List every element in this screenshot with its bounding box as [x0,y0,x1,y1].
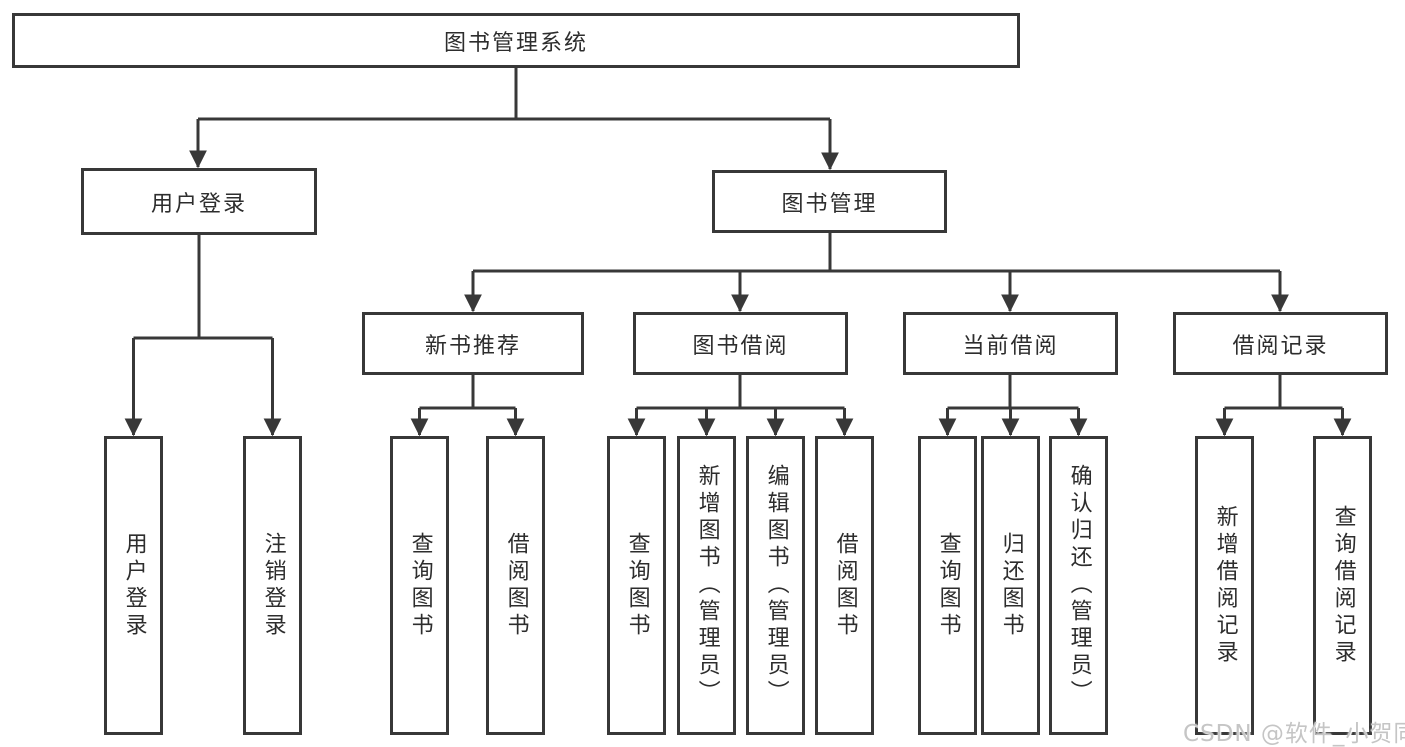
node-book-management-label: 图书管理 [781,191,878,217]
node-system-root: 图书管理系统 [12,13,1020,68]
leaf-user-login-label: 用户登录 [121,531,147,640]
node-book-borrowing: 图书借阅 [633,312,848,375]
leaf-return-books: 归还图书 [981,436,1040,735]
connector-arrows [124,119,1352,437]
leaf-logout: 注销登录 [243,436,302,735]
leaf-borrow-books-borrowing: 借阅图书 [815,436,874,735]
leaf-query-books-borrowing-label: 查询图书 [624,531,650,640]
node-user-login-label: 用户登录 [150,191,247,217]
leaf-edit-books-admin: 编辑图书（管理员） [746,436,805,735]
leaf-query-books-current-label: 查询图书 [935,531,961,640]
node-book-borrowing-label: 图书借阅 [692,333,789,359]
node-book-management: 图书管理 [712,170,947,233]
node-borrowing-records: 借阅记录 [1173,312,1388,375]
node-system-root-label: 图书管理系统 [443,30,588,56]
leaf-add-borrow-record-label: 新增借阅记录 [1212,504,1238,667]
connector-rails [133,67,1343,410]
leaf-add-borrow-record: 新增借阅记录 [1195,436,1254,735]
node-borrowing-records-label: 借阅记录 [1232,333,1329,359]
node-new-book-recommendation-label: 新书推荐 [424,333,521,359]
leaf-query-books-borrowing: 查询图书 [607,436,666,735]
leaf-query-borrow-record-label: 查询借阅记录 [1330,504,1356,667]
leaf-add-books-admin: 新增图书（管理员） [677,436,736,735]
node-user-login: 用户登录 [81,168,317,235]
csdn-watermark: CSDN @软件_小贺同学 [1183,721,1405,747]
leaf-borrow-books-borrowing-label: 借阅图书 [832,531,858,640]
leaf-query-borrow-record: 查询借阅记录 [1313,436,1372,735]
node-current-borrowing-label: 当前借阅 [962,333,1059,359]
leaf-user-login: 用户登录 [104,436,163,735]
leaf-borrow-books-recommendation-label: 借阅图书 [503,531,529,640]
leaf-return-books-label: 归还图书 [998,531,1024,640]
leaf-query-books-current: 查询图书 [918,436,977,735]
leaf-edit-books-admin-label: 编辑图书（管理员） [763,464,789,707]
leaf-confirm-return-admin: 确认归还（管理员） [1049,436,1108,735]
leaf-query-books-recommendation-label: 查询图书 [407,531,433,640]
leaf-confirm-return-admin-label: 确认归还（管理员） [1066,464,1092,707]
node-new-book-recommendation: 新书推荐 [362,312,584,375]
leaf-query-books-recommendation: 查询图书 [390,436,449,735]
leaf-add-books-admin-label: 新增图书（管理员） [694,464,720,707]
leaf-logout-label: 注销登录 [260,531,286,640]
node-current-borrowing: 当前借阅 [903,312,1118,375]
leaf-borrow-books-recommendation: 借阅图书 [486,436,545,735]
